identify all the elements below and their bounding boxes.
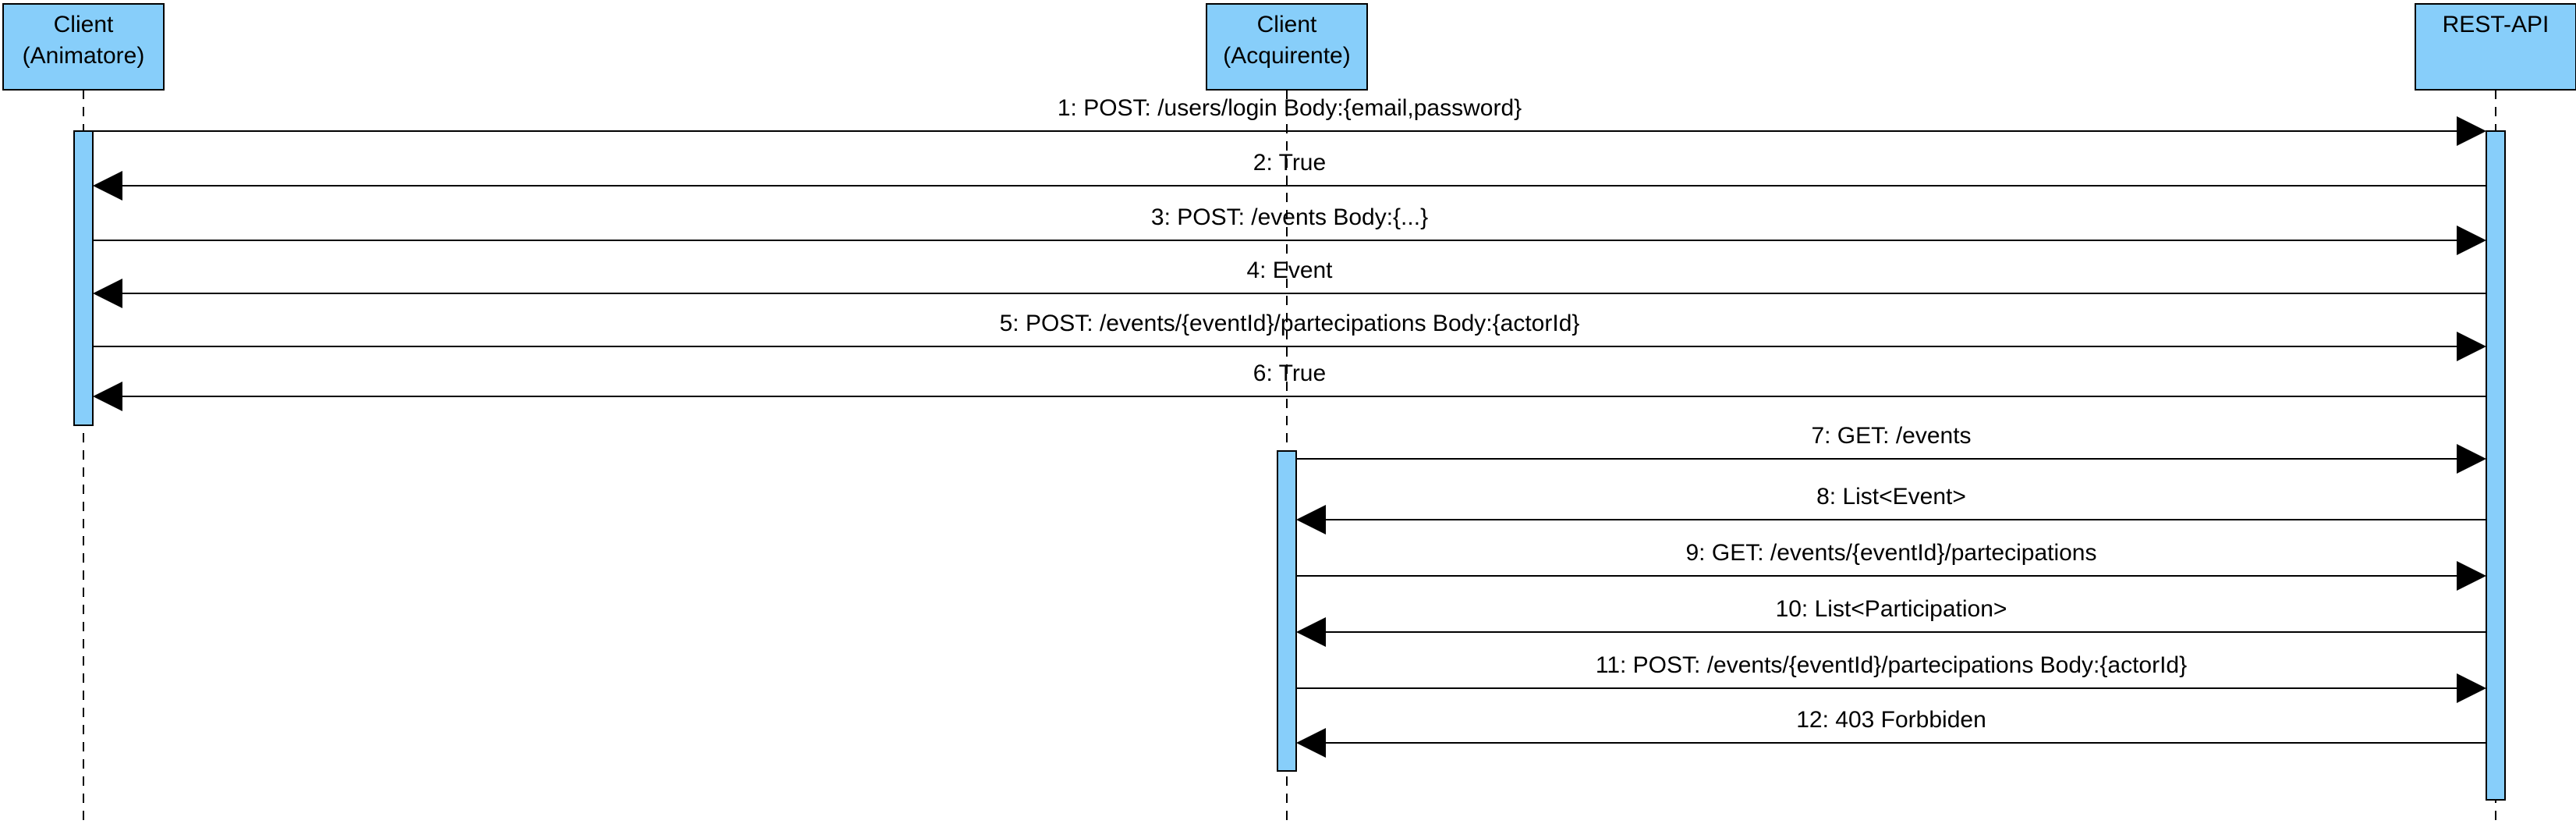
participant-label: REST-API xyxy=(2443,12,2549,37)
message-7: 7: GET: /events xyxy=(1296,423,2486,474)
message-2: 2: True xyxy=(93,150,2486,201)
message-9: 9: GET: /events/{eventId}/partecipations xyxy=(1296,540,2486,591)
message-label: 9: GET: /events/{eventId}/partecipations xyxy=(1686,540,2097,566)
message-arrowhead xyxy=(93,171,122,201)
message-arrowhead xyxy=(2457,673,2486,703)
participant-box xyxy=(1206,3,1368,91)
message-arrowhead xyxy=(2457,332,2486,361)
message-8: 8: List<Event> xyxy=(1296,484,2486,535)
message-label: 12: 403 Forbbiden xyxy=(1796,707,1986,733)
message-label: 5: POST: /events/{eventId}/partecipation… xyxy=(1000,311,1580,336)
message-11: 11: POST: /events/{eventId}/partecipatio… xyxy=(1296,652,2486,703)
participant-box xyxy=(2415,3,2576,91)
participant-restapi: REST-API xyxy=(2415,3,2576,91)
message-arrowhead xyxy=(1296,728,1326,758)
message-label: 10: List<Participation> xyxy=(1776,596,2007,622)
message-arrowhead xyxy=(2457,444,2486,474)
message-label: 7: GET: /events xyxy=(1811,423,1971,449)
message-label: 11: POST: /events/{eventId}/partecipatio… xyxy=(1596,652,2187,678)
message-label: 4: Event xyxy=(1246,258,1333,283)
message-label: 8: List<Event> xyxy=(1816,484,1966,510)
message-arrowhead xyxy=(2457,561,2486,591)
message-10: 10: List<Participation> xyxy=(1296,596,2486,647)
message-6: 6: True xyxy=(93,360,2486,411)
activation-bar-animatore xyxy=(73,130,94,426)
participant-label: Client xyxy=(1257,12,1317,37)
message-arrowhead xyxy=(93,382,122,411)
message-label: 3: POST: /events Body:{...} xyxy=(1151,204,1428,230)
message-1: 1: POST: /users/login Body:{email,passwo… xyxy=(93,95,2486,146)
participant-acquirente: Client (Acquirente) xyxy=(1206,3,1368,91)
message-label: 1: POST: /users/login Body:{email,passwo… xyxy=(1058,95,1522,121)
message-3: 3: POST: /events Body:{...} xyxy=(93,204,2486,255)
activation-bar-restapi xyxy=(2486,130,2506,801)
message-12: 12: 403 Forbbiden xyxy=(1296,707,2486,758)
participant-label: (Animatore) xyxy=(23,43,145,69)
message-arrowhead xyxy=(2457,226,2486,255)
participant-animatore: Client (Animatore) xyxy=(2,3,165,91)
activation-bar-acquirente xyxy=(1277,450,1297,772)
message-5: 5: POST: /events/{eventId}/partecipation… xyxy=(93,311,2486,361)
message-arrowhead xyxy=(1296,617,1326,647)
participant-box xyxy=(2,3,165,91)
message-label: 2: True xyxy=(1253,150,1326,176)
message-4: 4: Event xyxy=(93,258,2486,308)
participant-label: (Acquirente) xyxy=(1223,43,1350,69)
message-arrowhead xyxy=(1296,505,1326,535)
message-label: 6: True xyxy=(1253,360,1326,386)
message-arrowhead xyxy=(93,279,122,308)
message-arrowhead xyxy=(2457,116,2486,146)
participant-label: Client xyxy=(54,12,114,37)
